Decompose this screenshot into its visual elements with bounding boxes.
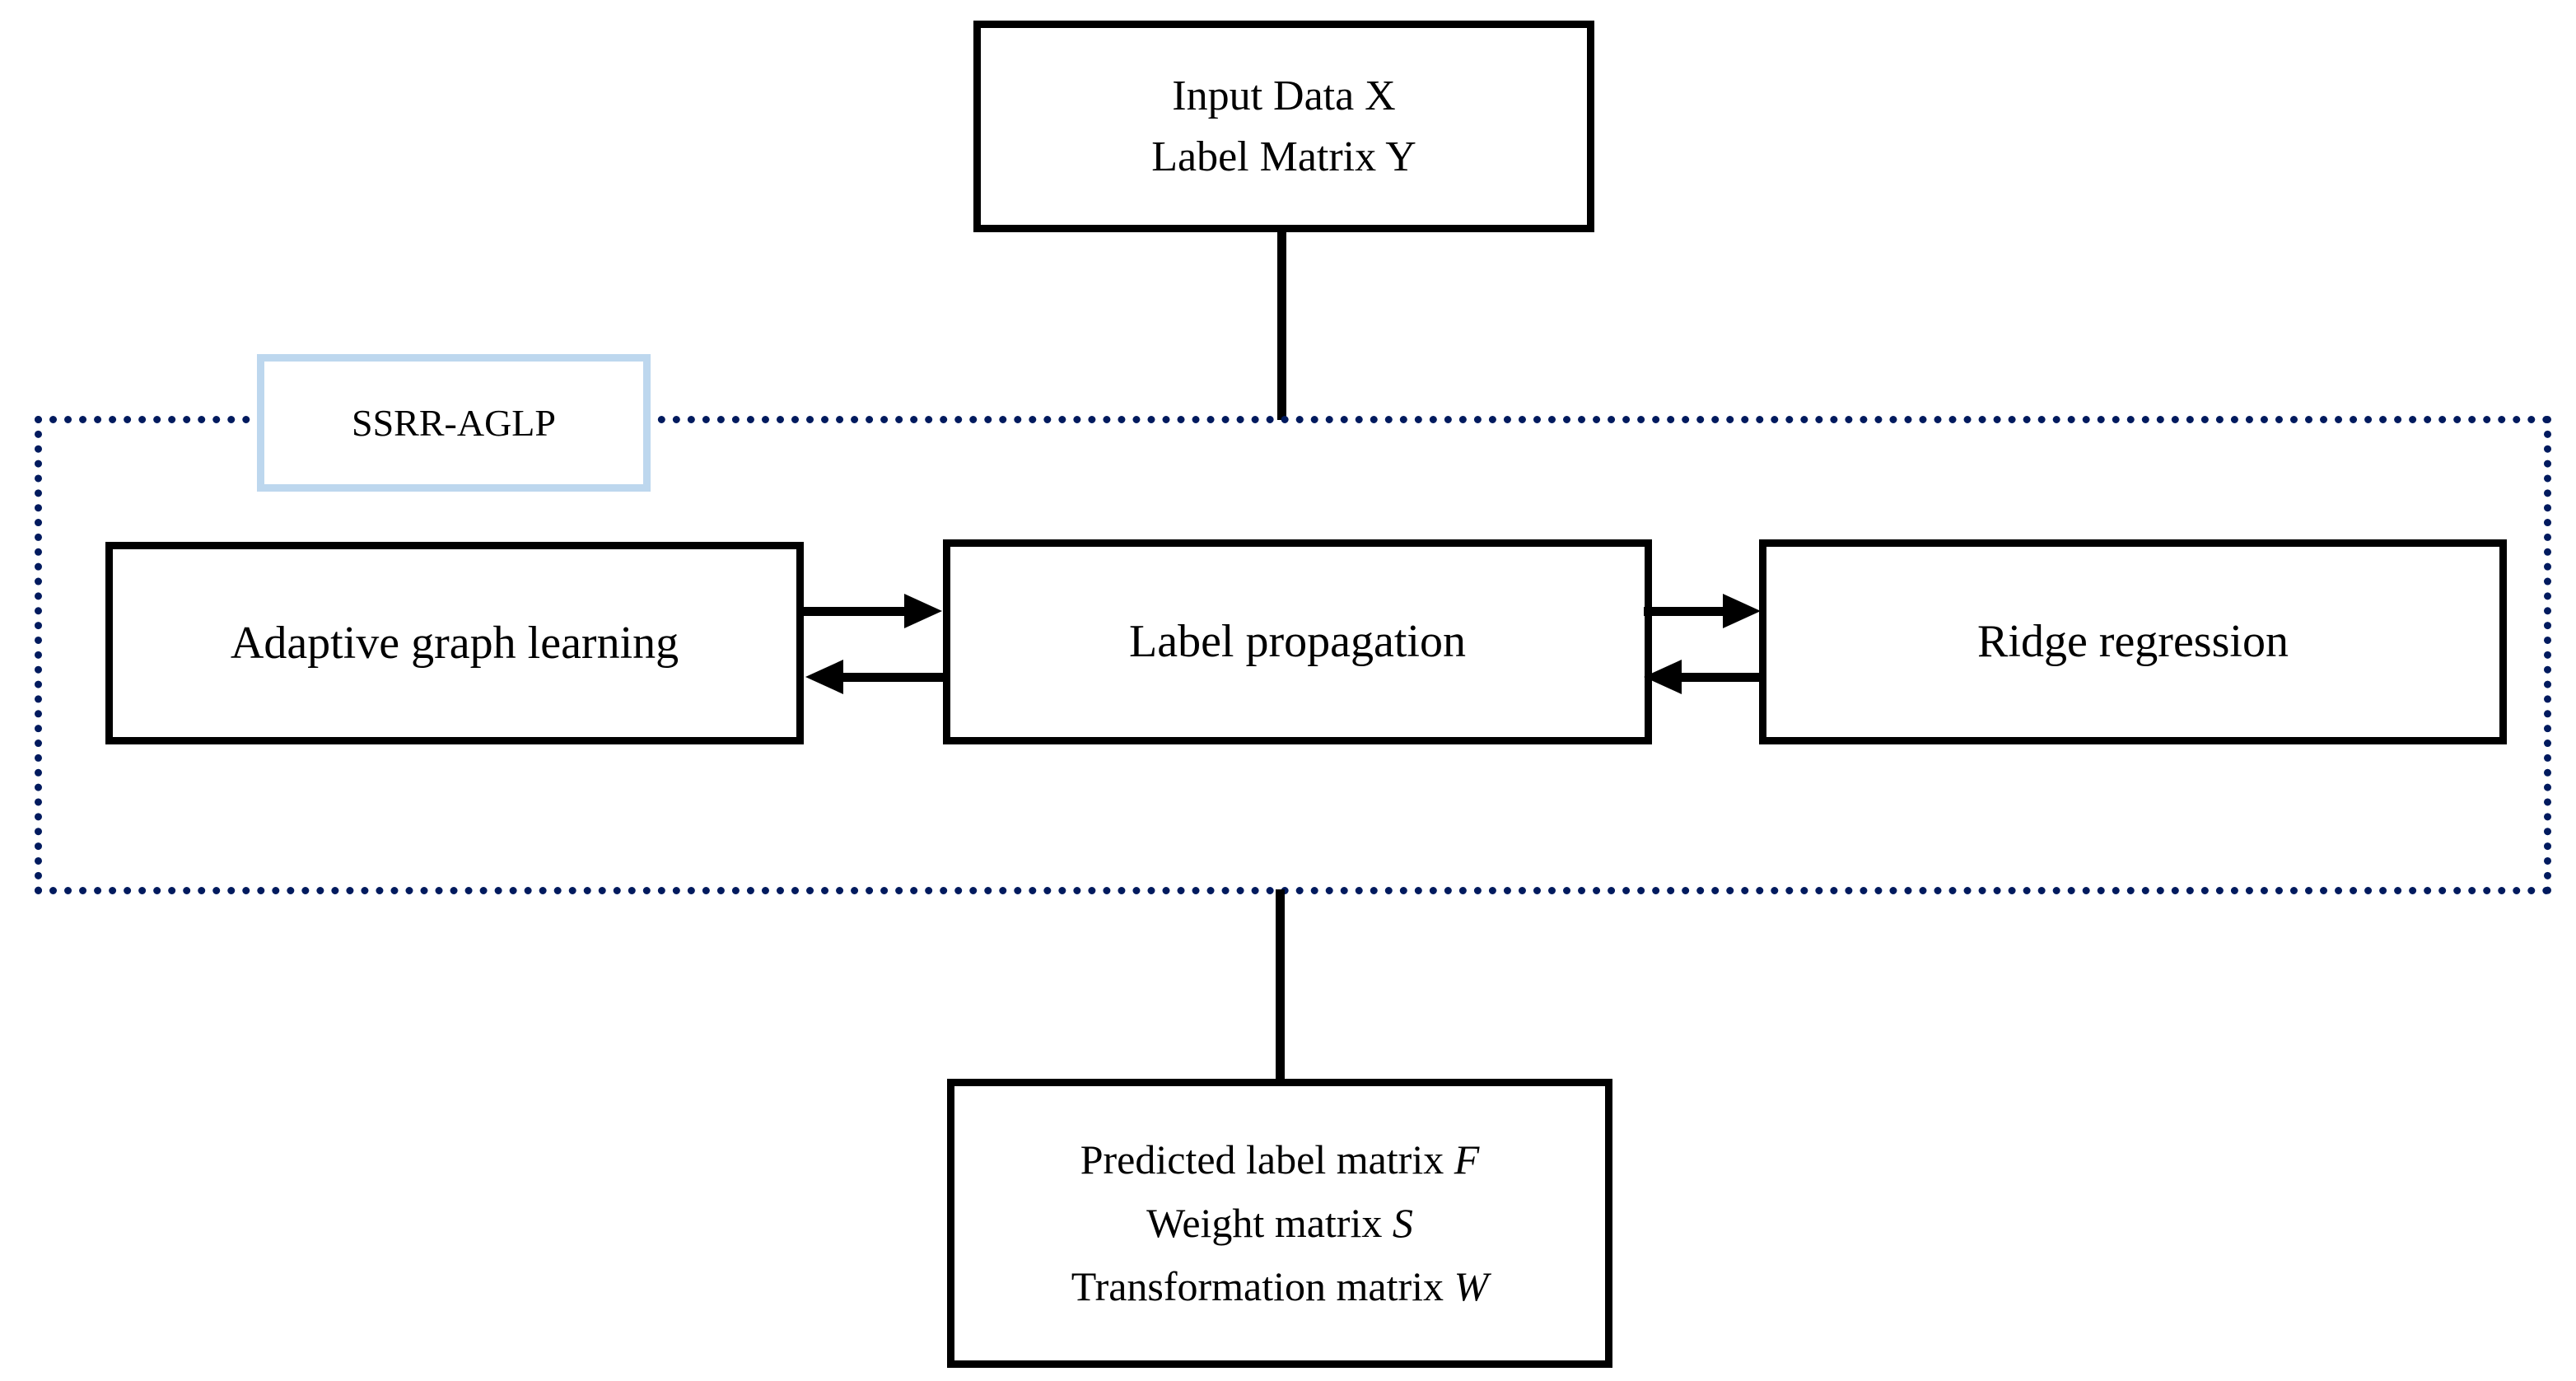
- arrowhead-right-icon: [904, 594, 942, 628]
- ssrr-aglp-group-label: SSRR-AGLP: [257, 354, 651, 492]
- ssrr-aglp-group-container: [35, 416, 2551, 894]
- arrow-shaft: [840, 673, 944, 682]
- arrowhead-left-icon: [1644, 660, 1682, 694]
- connector-input-to-group: [1277, 229, 1286, 420]
- input-data-node: Input Data X Label Matrix Y: [973, 21, 1594, 232]
- ridge-regression-node: Ridge regression: [1759, 539, 2507, 744]
- output-line-1: Predicted label matrix F: [1080, 1133, 1480, 1187]
- output-line-3: Transformation matrix W: [1071, 1260, 1488, 1313]
- connector-group-to-output: [1276, 889, 1285, 1083]
- ridge-regression-label: Ridge regression: [1977, 616, 2289, 668]
- input-data-line-1: Input Data X: [1172, 72, 1396, 119]
- output-node: Predicted label matrix F Weight matrix S…: [947, 1079, 1612, 1368]
- arrowhead-left-icon: [805, 660, 843, 694]
- arrow-shaft: [1678, 673, 1761, 682]
- adaptive-graph-learning-label: Adaptive graph learning: [230, 617, 679, 669]
- label-propagation-label: Label propagation: [1129, 616, 1466, 668]
- label-propagation-node: Label propagation: [943, 539, 1652, 744]
- output-line-3-symbol: W: [1454, 1263, 1489, 1309]
- output-line-2-symbol: S: [1392, 1200, 1413, 1246]
- input-data-line-2: Label Matrix Y: [1151, 133, 1416, 180]
- output-line-2: Weight matrix S: [1146, 1197, 1413, 1250]
- arrowhead-right-icon: [1723, 594, 1761, 628]
- output-line-3-text: Transformation matrix: [1071, 1263, 1454, 1309]
- arrow-shaft: [804, 607, 908, 616]
- output-line-1-symbol: F: [1454, 1136, 1480, 1183]
- arrow-shaft: [1644, 607, 1726, 616]
- output-line-1-text: Predicted label matrix: [1080, 1136, 1454, 1183]
- ssrr-aglp-group-label-text: SSRR-AGLP: [352, 402, 556, 444]
- adaptive-graph-learning-node: Adaptive graph learning: [105, 542, 804, 744]
- output-line-2-text: Weight matrix: [1146, 1200, 1393, 1246]
